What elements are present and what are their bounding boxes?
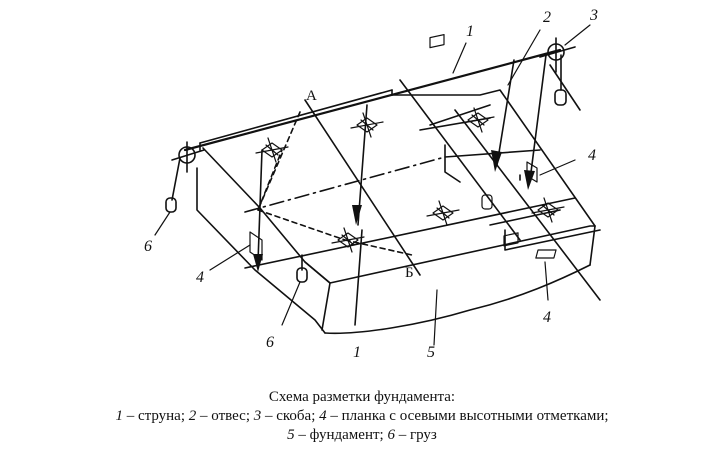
- axis-marker: [255, 107, 565, 253]
- label-plank: 4: [196, 269, 204, 286]
- label-weight: 6: [144, 238, 152, 255]
- caption-legend-line2: 5 – фундамент; 6 – груз: [287, 427, 437, 443]
- label-plank: 4: [543, 309, 551, 326]
- foundation-marking-diagram: 1 2 3 4 4 4 5 6 6 1 А Б: [144, 7, 601, 361]
- label-string: 1: [353, 344, 361, 361]
- label-string: 1: [466, 23, 474, 40]
- figure-caption: Схема разметки фундамента: 1 – струна; 2…: [0, 388, 724, 445]
- label-point-a: А: [306, 88, 317, 104]
- label-plumb: 2: [543, 9, 551, 26]
- label-plank: 4: [588, 147, 596, 164]
- label-bracket: 3: [589, 7, 598, 24]
- caption-legend-line1: 1 – струна; 2 – отвес; 3 – скоба; 4 – пл…: [115, 408, 609, 424]
- caption-title: Схема разметки фундамента:: [268, 389, 456, 405]
- label-foundation: 5: [427, 344, 435, 361]
- label-point-b: Б: [405, 265, 414, 281]
- label-weight: 6: [266, 334, 274, 351]
- string-line: [183, 48, 562, 152]
